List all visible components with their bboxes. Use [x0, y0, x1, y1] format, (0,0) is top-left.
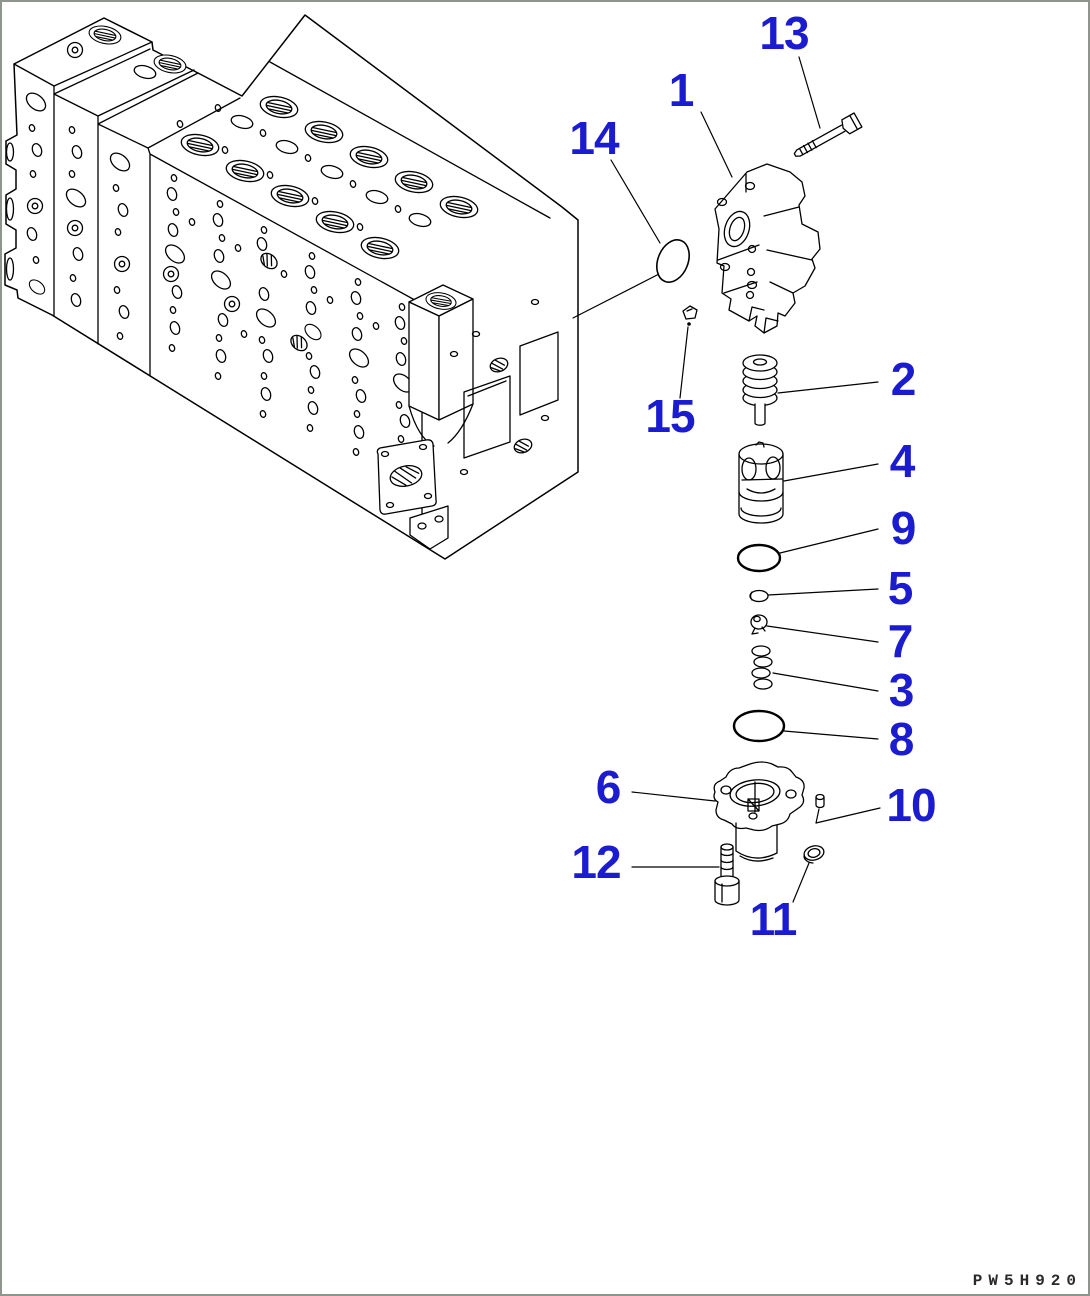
callout-10[interactable]: 10 [886, 779, 936, 831]
callout-8[interactable]: 8 [888, 713, 915, 765]
part-15-plug [682, 305, 698, 326]
part-10-pin [815, 793, 825, 809]
part-12-bolt [714, 843, 740, 906]
valve-block-front-holes [5, 88, 417, 457]
part-11-plug [803, 845, 825, 864]
callout-6[interactable]: 6 [595, 761, 622, 813]
part-2-spring [742, 354, 778, 426]
valve-block-end-face [449, 298, 559, 476]
callout-14[interactable]: 14 [569, 112, 619, 164]
callout-13[interactable]: 13 [759, 7, 809, 59]
callout-4[interactable]: 4 [889, 435, 916, 487]
part-7-poppet [750, 614, 768, 635]
leader-lines [572, 56, 881, 903]
callout-3[interactable]: 3 [888, 664, 915, 716]
part-3-small-spring [751, 645, 773, 690]
part-8-o-ring [732, 709, 786, 743]
part-5-seat [749, 589, 769, 603]
valve-block [4, 14, 579, 560]
valve-block-end-boss [408, 284, 474, 447]
part-6-end-cap [713, 761, 805, 862]
callout-5[interactable]: 5 [887, 562, 914, 614]
part-14-gasket [656, 239, 690, 283]
callout-9[interactable]: 9 [890, 502, 917, 554]
callout-11[interactable]: 11 [749, 893, 798, 945]
callout-2[interactable]: 2 [890, 353, 917, 405]
part-13-bolt [790, 112, 863, 163]
part-9-o-ring [736, 543, 782, 573]
part-4-sleeve [738, 441, 784, 524]
callout-15[interactable]: 15 [645, 390, 695, 442]
drawing-code: PW5H920 [972, 1272, 1082, 1290]
valve-block-flange-port [376, 439, 449, 550]
callout-7[interactable]: 7 [887, 615, 914, 667]
part-1-valve-body [714, 163, 821, 334]
callout-1[interactable]: 1 [668, 64, 695, 116]
callout-12[interactable]: 12 [571, 836, 621, 888]
